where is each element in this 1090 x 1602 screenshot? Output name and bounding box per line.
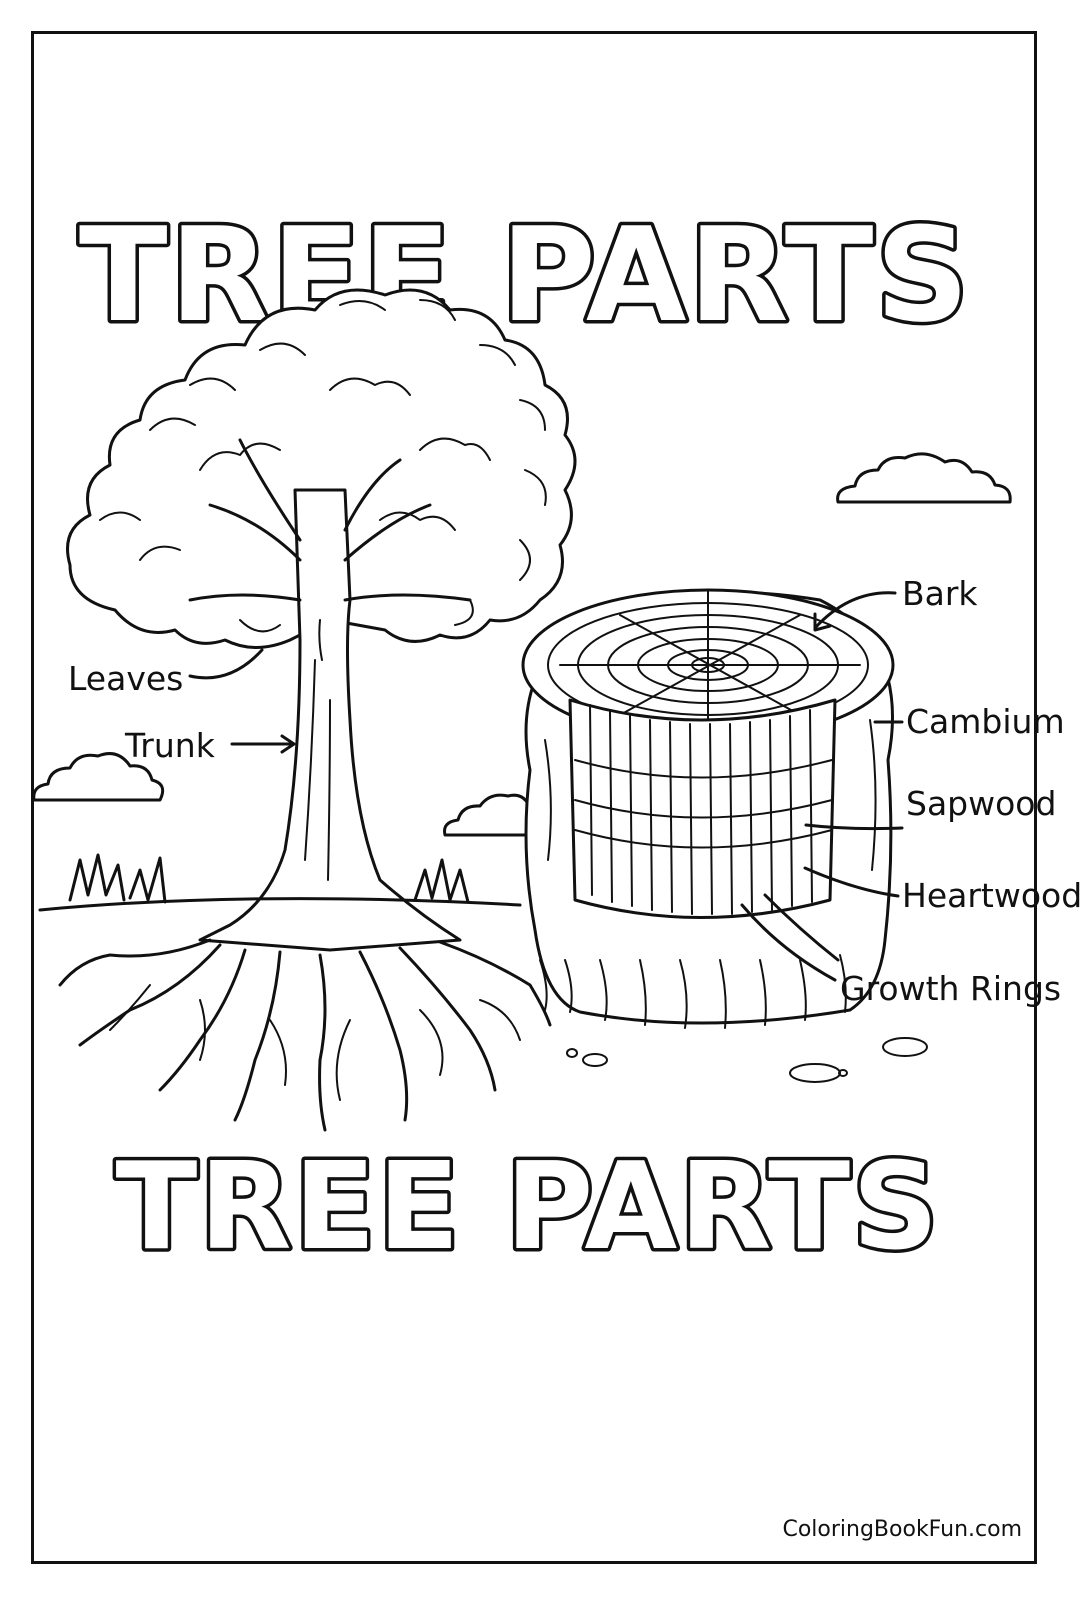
- stump-cross-section: [521, 588, 895, 1029]
- label-trunk-text: Trunk: [124, 726, 216, 765]
- title-top-text: TREE PARTS: [79, 199, 971, 351]
- cloud-icon: [32, 752, 165, 802]
- label-sapwood-text: Sapwood: [906, 784, 1056, 823]
- tree-canopy: [66, 288, 577, 649]
- leader-line: [804, 823, 904, 831]
- ground: [38, 853, 522, 912]
- cloud-icon: [836, 452, 1012, 504]
- pebbles: [566, 1037, 928, 1083]
- label-growth-rings: Growth Rings: [740, 893, 1061, 1008]
- title-bottom-text: TREE PARTS: [115, 1138, 940, 1277]
- label-cambium: Cambium: [873, 702, 1065, 741]
- tree-trunk: [188, 438, 472, 952]
- label-heartwood-text: Heartwood: [902, 876, 1082, 915]
- label-growth-rings-text: Growth Rings: [840, 969, 1061, 1008]
- leader-line: [803, 866, 900, 898]
- title-top: TREE PARTS: [75, 196, 972, 355]
- label-trunk: Trunk: [124, 726, 296, 765]
- footer-website[interactable]: ColoringBookFun.com: [782, 1517, 1022, 1542]
- label-sapwood: Sapwood: [804, 784, 1056, 831]
- label-leaves: Leaves: [68, 648, 264, 698]
- arrow-icon: [813, 591, 897, 632]
- label-bark-text: Bark: [902, 574, 978, 613]
- cloud-icon: [443, 793, 537, 837]
- label-bark: Bark: [813, 574, 978, 632]
- label-leaves-text: Leaves: [68, 659, 183, 698]
- title-bottom: TREE PARTS: [112, 1135, 942, 1281]
- label-cambium-text: Cambium: [906, 702, 1065, 741]
- leader-line: [740, 893, 840, 982]
- label-heartwood: Heartwood: [803, 866, 1082, 915]
- tree-roots: [58, 938, 552, 1132]
- leader-line: [188, 648, 264, 680]
- arrow-icon: [230, 734, 296, 754]
